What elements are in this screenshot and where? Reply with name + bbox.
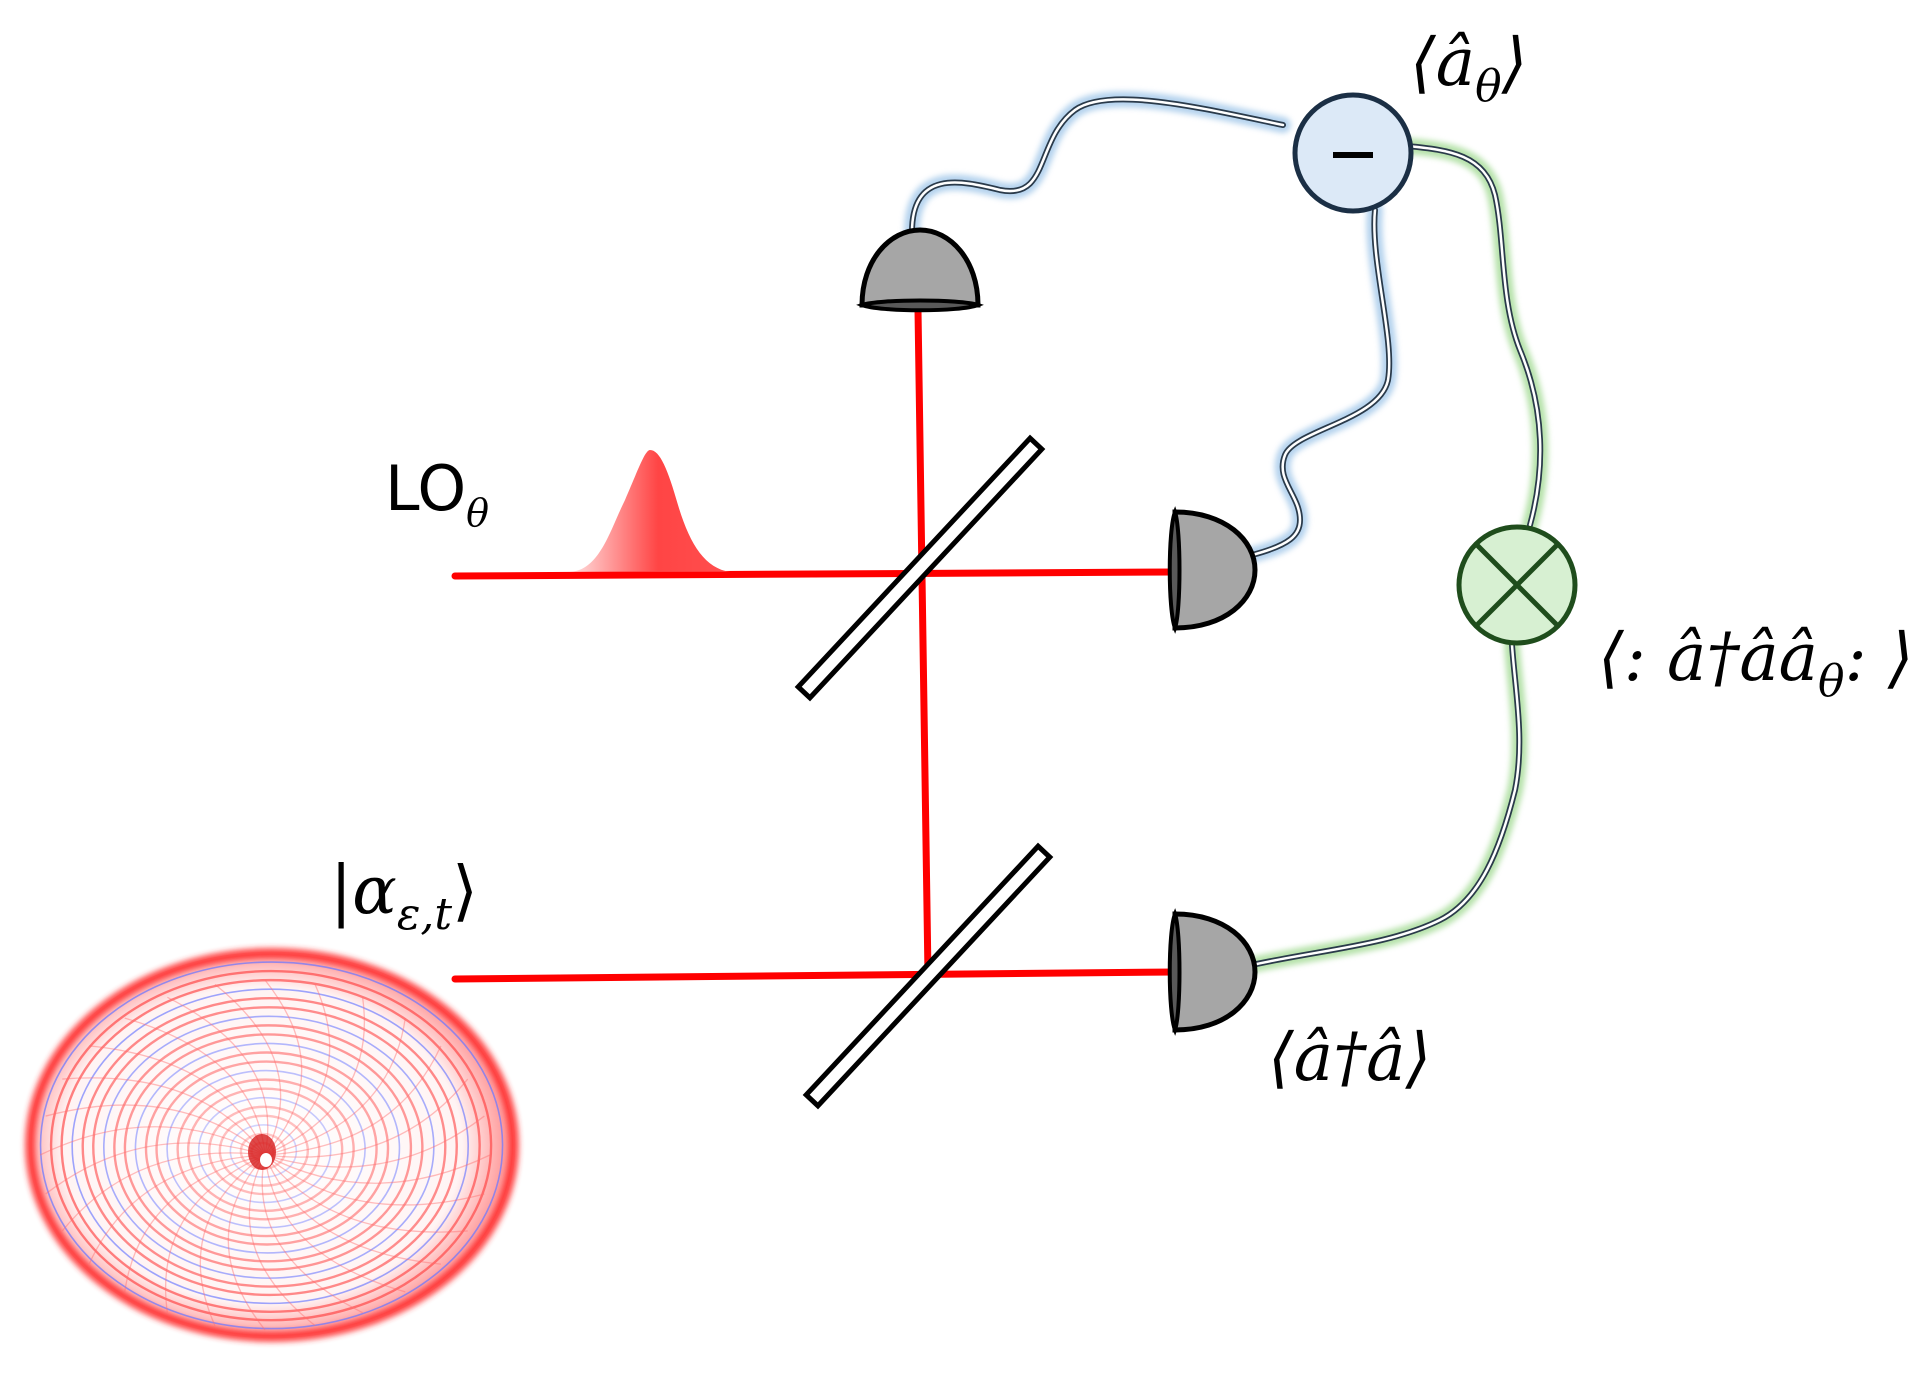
multiplier-node	[1456, 524, 1578, 646]
lo-beam	[451, 568, 1179, 580]
disc-spoke	[61, 1152, 266, 1232]
disc-ring	[39, 961, 504, 1330]
disc-ring	[103, 1015, 435, 1279]
disc-ring	[144, 1051, 390, 1246]
disc-ring	[123, 1033, 413, 1263]
wire-top-layer	[904, 91, 1291, 240]
disc-spoke	[264, 1154, 485, 1206]
disc-spoke	[124, 1154, 266, 1292]
disc-spoke	[45, 1142, 266, 1195]
disc-ring	[155, 1060, 378, 1238]
wire-right-layer	[1405, 144, 1542, 527]
wire-middle-detector-to-subtractor	[1252, 210, 1389, 555]
wigner-function-plot	[25, 948, 519, 1342]
lo-label: LOθ	[385, 452, 489, 535]
vertical-beam	[914, 306, 932, 979]
disc-spoke	[248, 1154, 316, 1327]
wire-mid-layer	[1249, 207, 1393, 558]
disc-spoke	[62, 1077, 266, 1156]
disc-ring	[92, 1006, 447, 1288]
signal-wires	[904, 91, 1549, 973]
disc-ring	[186, 1087, 344, 1213]
disc-spoke	[45, 1104, 266, 1156]
correlation-label: ⟨: â†ââθ: ⟩	[1598, 619, 1913, 707]
disc-spoke	[264, 1018, 406, 1156]
photon-number-label: ⟨â†â⟩	[1268, 1019, 1431, 1096]
disc-ring	[81, 997, 458, 1297]
beam-splitter-upper	[794, 434, 1046, 702]
disc-ring	[218, 1114, 310, 1187]
disc-spoke	[199, 1154, 266, 1326]
disc-spoke	[264, 1154, 468, 1233]
wire-bottom-layer	[1250, 643, 1521, 967]
wire-mid-layer	[1244, 202, 1398, 563]
disc-spoke	[264, 1078, 469, 1158]
wire-top-layer	[910, 98, 1285, 234]
wire-right-layer	[1399, 138, 1549, 533]
disc-ring	[60, 978, 481, 1313]
wire-bottom-layer	[1249, 642, 1523, 968]
laser-beams	[451, 306, 1179, 983]
disc-ring	[197, 1096, 332, 1204]
disc-ring	[49, 969, 493, 1322]
signal-beam	[451, 968, 1179, 983]
disc-spoke	[264, 1115, 485, 1168]
disc-spoke	[164, 1154, 266, 1313]
disc-ring	[113, 1024, 424, 1271]
disc-spoke	[39, 1126, 266, 1156]
disc-spoke	[124, 1017, 266, 1156]
disc-spoke	[264, 1154, 406, 1293]
input-state-label: |αε,t⟩	[330, 852, 478, 940]
disc-spoke	[261, 1154, 363, 1314]
detector-middle	[1167, 506, 1258, 634]
disc-ring	[166, 1069, 366, 1229]
disc-spoke	[264, 997, 366, 1156]
subtractor-node	[1292, 92, 1414, 214]
disc-ring	[176, 1078, 355, 1221]
disc-spoke	[264, 1154, 441, 1265]
disc-spoke	[264, 984, 331, 1156]
disc-ring	[229, 1124, 298, 1179]
disc-spoke	[214, 983, 282, 1156]
lo-pulse-shape	[570, 450, 730, 572]
detector-bottom	[1167, 908, 1258, 1036]
detector-top	[856, 227, 984, 313]
disc-spoke	[167, 996, 269, 1156]
disc-spoke	[89, 1045, 266, 1156]
disc-spoke	[88, 1154, 266, 1265]
disc-spoke	[264, 1045, 442, 1156]
wire-bottom-detector-to-multiplier	[1252, 645, 1519, 965]
disc-ring	[134, 1042, 401, 1254]
quadrature-label: ⟨âθ⟩	[1410, 24, 1527, 112]
wire-mid-layer	[1250, 208, 1391, 557]
disc-ring	[208, 1105, 321, 1196]
disc-spoke	[227, 1154, 266, 1331]
disc-ring	[71, 988, 469, 1305]
beam-splitter-lower	[802, 842, 1054, 1110]
wire-bottom-layer	[1244, 637, 1528, 973]
disc-ring	[28, 951, 516, 1339]
disc-spoke	[264, 979, 303, 1156]
disc-spoke	[264, 1154, 491, 1184]
